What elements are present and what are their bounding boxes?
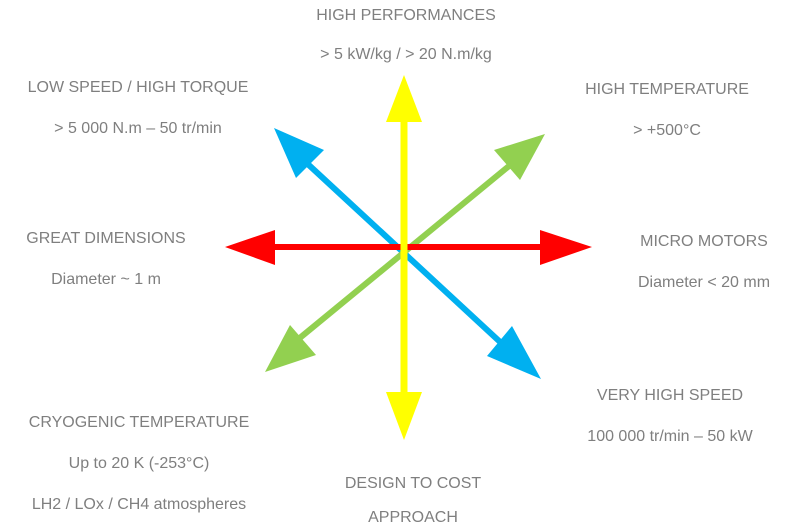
label-title: MICRO MOTORS	[640, 233, 768, 250]
label-title: CRYOGENIC TEMPERATURE	[28, 414, 250, 431]
red-horizontal-arrow	[225, 230, 592, 265]
label-title: LOW SPEED / HIGH TORQUE	[27, 79, 249, 96]
label-title: HIGH TEMPERATURE	[585, 81, 749, 98]
yellow-vertical-arrow	[386, 75, 422, 440]
label-subtitle: Diameter ~ 1 m	[51, 271, 161, 288]
label-subtitle: Diameter < 20 mm	[637, 274, 771, 291]
label-title: VERY HIGH SPEED	[596, 387, 744, 404]
label-subtitle: Up to 20 K (-253°C)	[68, 455, 210, 472]
label-subtitle: > 5 000 N.m – 50 tr/min	[54, 120, 222, 137]
red-head-right	[540, 230, 592, 265]
label-subtitle: > 5 kW/kg / > 20 N.m/kg	[320, 46, 492, 63]
label-cryogenic-temperature: CRYOGENIC TEMPERATURE Up to 20 K (-253°C…	[29, 413, 249, 514]
label-micro-motors: MICRO MOTORS Diameter < 20 mm	[638, 232, 770, 292]
label-high-temperature: HIGH TEMPERATURE > +500°C	[585, 80, 749, 140]
green-head-down-left	[265, 325, 316, 372]
label-subtitle-2: LH2 / LOx / CH4 atmospheres	[31, 496, 247, 513]
green-head-up-right	[494, 134, 545, 180]
label-subtitle: > +500°C	[633, 122, 701, 139]
label-subtitle: APPROACH	[368, 509, 458, 526]
red-head-left	[225, 230, 275, 265]
label-very-high-speed: VERY HIGH SPEED 100 000 tr/min – 50 kW	[587, 386, 752, 446]
label-title: GREAT DIMENSIONS	[26, 230, 186, 247]
yellow-head-up	[386, 75, 422, 122]
label-great-dimensions: GREAT DIMENSIONS Diameter ~ 1 m	[26, 229, 185, 289]
label-design-to-cost: DESIGN TO COST APPROACH	[345, 474, 481, 527]
blue-head-down-right	[487, 326, 541, 379]
blue-head-up-left	[274, 128, 324, 178]
label-low-speed-high-torque: LOW SPEED / HIGH TORQUE > 5 000 N.m – 50…	[28, 78, 249, 138]
label-high-performances: HIGH PERFORMANCES > 5 kW/kg / > 20 N.m/k…	[316, 6, 496, 64]
label-title: DESIGN TO COST	[344, 475, 482, 492]
label-subtitle: 100 000 tr/min – 50 kW	[587, 428, 753, 445]
label-title: HIGH PERFORMANCES	[316, 7, 496, 24]
yellow-head-down	[386, 392, 422, 440]
